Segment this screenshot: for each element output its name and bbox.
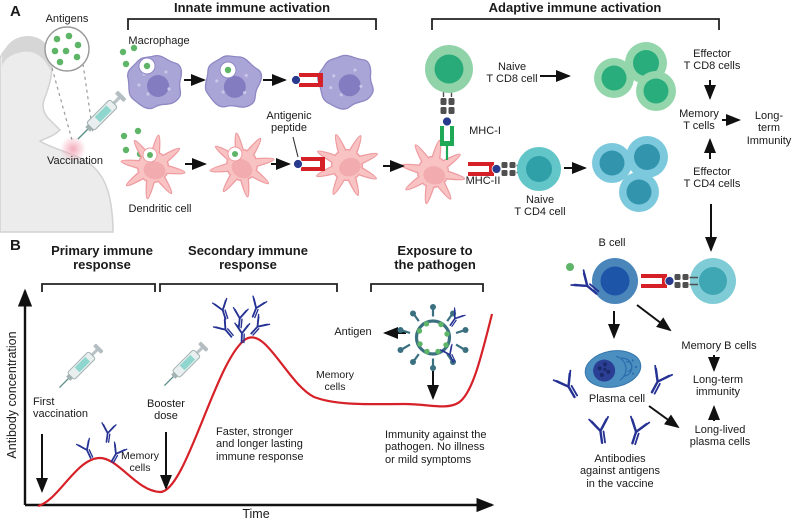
effector-tcd4-label: Effector T CD4 cells [683,166,741,191]
y-axis-label: Antibody concentration [5,331,19,459]
antibody-curve [37,313,494,508]
antigen-label: Antigen [334,326,372,338]
dendritic-cell-4 [394,133,472,211]
memory-tcells-label: Memory T cells [679,108,719,133]
adaptive-title: Adaptive immune activation [488,0,662,15]
antibody-icon [552,369,585,403]
antibody-icon [622,415,651,448]
antigens-circle [44,26,94,141]
booster-dose-label: Booster dose [147,398,185,423]
antibody-icon [75,437,98,462]
phase-brackets [41,283,484,292]
naive-tcd4-label: Naive T CD4 cell [514,194,566,219]
axes [17,288,495,513]
effector-tcd8-cluster [594,42,676,111]
exposure-title: Exposure to the pathogen [394,243,476,273]
booster-syringe-icon [159,340,210,391]
x-axis-label: Time [242,507,270,521]
macrophage-cell-2 [199,49,266,116]
flow-arrows-a [184,70,741,252]
antibody-icon [230,306,250,330]
first-syringe-icon [54,342,105,393]
free-antigens-2 [120,127,144,158]
antibody-icon [212,316,238,343]
primary-response-title: Primary immune response [51,243,153,273]
memory-b-cells-label: Memory B cells [681,340,757,352]
macrophage-cell-3 [313,50,378,114]
dendritic-cell-1 [114,128,192,206]
plasma-cell-label: Plasma cell [588,393,646,405]
antigen-dot [566,263,574,271]
antibody-icon [211,297,234,323]
panel-a-label: A [10,3,21,20]
antibody-icon [587,415,613,446]
mhc2-presented-macrophage [291,72,324,88]
immunity-note: Immunity against the pathogen. No illnes… [385,429,487,466]
injection-site [60,136,86,162]
effector-tcd4-cluster [592,136,668,212]
naive-tcd8-label: Naive T CD8 cell [486,61,538,86]
flow-arrows-b [608,304,720,429]
bcell-mhc2-complex [640,273,699,289]
antigens-label: Antigens [45,13,89,25]
macrophage-label: Macrophage [128,35,190,47]
dendritic-cell-3 [305,123,389,207]
vaccination-label: Vaccination [46,155,104,167]
antibody-icon [244,313,271,340]
effector-tcd8-label: Effector T CD8 cells [683,48,741,73]
mhc1-complex [440,91,455,160]
graph-arrows [36,327,439,493]
b-cell-label: B cell [598,237,626,249]
antibody-icon [642,364,674,398]
antibody-icon [244,295,268,321]
dendritic-cell-label: Dendritic cell [128,203,192,215]
longterm-immunity-bottom-label: Long-term immunity [692,374,744,399]
memory-cells-label-2: Memory cells [316,369,354,393]
memory-cells-label-1: Memory cells [121,450,159,474]
mhc1-label: MHC-I [469,125,501,137]
first-vaccination-label: First vaccination [33,396,89,421]
virus-icon [397,304,469,371]
mhc2-presented-dendritic [293,156,326,172]
secondary-response-title: Secondary immune response [188,243,308,273]
panel-b-label: B [10,237,21,254]
innate-title: Innate immune activation [173,0,331,15]
faster-response-note: Faster, stronger and longer lasting immu… [216,426,304,463]
long-lived-plasma-label: Long-lived plasma cells [689,424,751,449]
mhc2-complex [467,161,526,177]
vaccine-syringe-icon [72,89,128,145]
mhc2-label: MHC-II [465,175,501,187]
adaptive-bracket [431,18,720,30]
plasma-cell [584,350,642,388]
antibody-icon [98,421,117,444]
antigenic-peptide-label: Antigenic peptide [266,110,312,135]
longterm-immunity-top-label: Long-term Immunity [746,110,792,147]
innate-bracket [127,18,377,30]
antibodies-note-label: Antibodies against antigens in the vacci… [579,453,661,490]
antigenic-peptide-pointer [292,136,299,158]
